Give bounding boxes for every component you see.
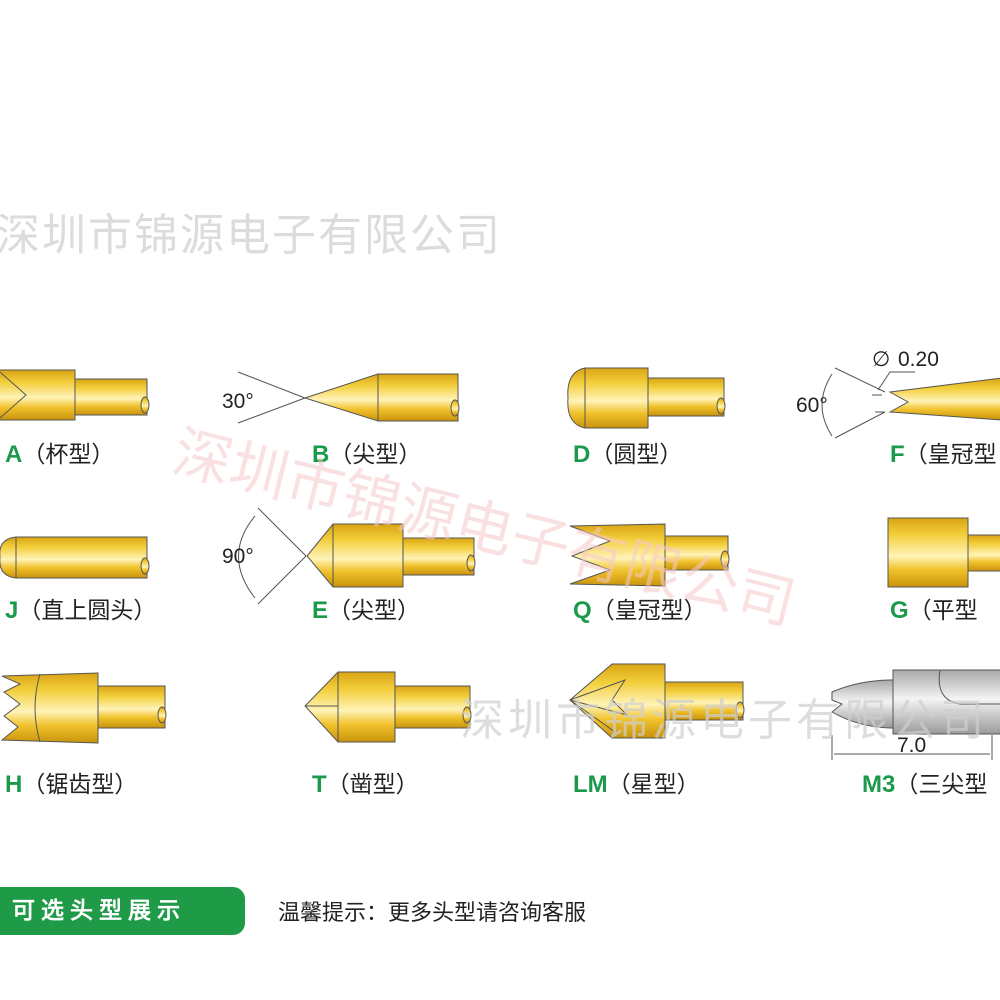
pin-code: E bbox=[312, 597, 328, 624]
svg-text:G（平型: G（平型 bbox=[890, 597, 978, 624]
banner-note: 温馨提示：更多头型请咨询客服 bbox=[278, 901, 587, 926]
pin-name: （锯齿型） bbox=[22, 772, 137, 798]
pin-code: T bbox=[312, 771, 327, 798]
pin-f-drawing bbox=[821, 367, 1000, 439]
svg-text:J（直上圆头）: J（直上圆头） bbox=[5, 597, 156, 624]
watermark-top: 深圳市锦源电子有限公司 bbox=[0, 210, 502, 261]
pin-e-drawing bbox=[238, 507, 476, 605]
pin-name: （尖型） bbox=[329, 442, 421, 468]
svg-text:LM（星型）: LM（星型） bbox=[573, 771, 700, 798]
pin-name: （凿型） bbox=[327, 772, 419, 798]
pin-a-drawing bbox=[0, 369, 150, 421]
pin-code: LM bbox=[573, 771, 608, 798]
svg-text:Q（皇冠型）: Q（皇冠型） bbox=[573, 597, 707, 624]
pin-code: Q bbox=[573, 597, 592, 624]
pin-code: M3 bbox=[862, 771, 895, 798]
diameter-icon: ∅ bbox=[872, 348, 890, 371]
pin-b-angle: 30° bbox=[222, 390, 254, 413]
pin-lm-drawing bbox=[569, 663, 745, 739]
pin-m3-dimension: 7.0 bbox=[897, 734, 926, 757]
pin-name: （圆型） bbox=[590, 442, 682, 468]
watermark-bottom: 深圳市锦源电子有限公司 bbox=[460, 695, 988, 746]
pin-name: （三尖型 bbox=[895, 772, 987, 798]
svg-text:E（尖型）: E（尖型） bbox=[312, 597, 420, 624]
pin-name: （皇冠型 bbox=[905, 442, 997, 468]
svg-text:F（皇冠型: F（皇冠型 bbox=[890, 441, 997, 468]
pin-name: （皇冠型） bbox=[592, 598, 707, 624]
pin-f-diameter: 0.20 bbox=[898, 348, 939, 371]
pin-code: H bbox=[5, 771, 22, 798]
svg-text:B（尖型）: B（尖型） bbox=[312, 441, 421, 468]
pin-m3-drawing bbox=[831, 669, 1000, 760]
pin-e-angle: 90° bbox=[222, 545, 254, 568]
pin-name: （杯型） bbox=[22, 442, 114, 468]
svg-text:M3（三尖型: M3（三尖型 bbox=[862, 771, 987, 798]
pin-f-angle: 60° bbox=[796, 394, 828, 417]
pin-code: J bbox=[5, 597, 18, 624]
pin-d-drawing bbox=[567, 367, 726, 429]
pin-code: A bbox=[5, 441, 22, 468]
svg-text:T（凿型）: T（凿型） bbox=[312, 771, 419, 798]
watermark-diagonal: 深圳市锦源电子有限公司 bbox=[167, 418, 803, 638]
pin-name: （星型） bbox=[608, 772, 700, 798]
pin-q-drawing bbox=[569, 523, 730, 587]
pin-code: B bbox=[312, 441, 329, 468]
pin-t-drawing bbox=[304, 671, 472, 743]
pin-name: （直上圆头） bbox=[18, 598, 156, 624]
pin-h-drawing bbox=[0, 672, 167, 744]
pin-code: D bbox=[573, 441, 590, 468]
pin-code: G bbox=[890, 597, 909, 624]
pin-labels: A（杯型） B（尖型） D（圆型） F（皇冠型 J（直上圆头） E（尖型） Q（… bbox=[5, 441, 997, 798]
pin-name: （尖型） bbox=[328, 598, 420, 624]
pin-j-drawing bbox=[0, 536, 150, 579]
pin-g-drawing bbox=[887, 517, 1000, 588]
pin-b-drawing bbox=[237, 371, 460, 424]
svg-text:D（圆型）: D（圆型） bbox=[573, 441, 682, 468]
pin-name: （平型 bbox=[909, 598, 978, 624]
svg-text:A（杯型）: A（杯型） bbox=[5, 441, 114, 468]
banner-title: 可选头型展示 bbox=[0, 887, 245, 935]
svg-text:H（锯齿型）: H（锯齿型） bbox=[5, 771, 137, 798]
pin-code: F bbox=[890, 441, 905, 468]
